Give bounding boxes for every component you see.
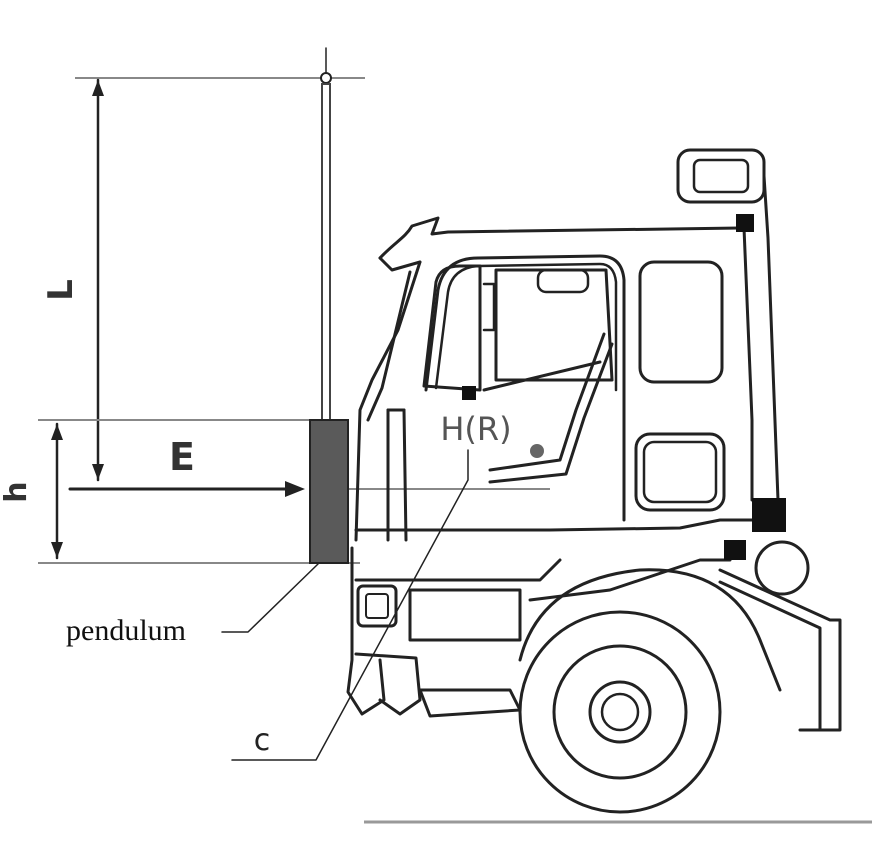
- air-tank: [754, 540, 810, 596]
- c-label: c: [254, 723, 271, 758]
- front-bumper: [346, 546, 386, 716]
- door-frame-inner: [434, 262, 618, 392]
- lower-body-line: [354, 558, 562, 582]
- length-arrow-bottom: [92, 464, 104, 480]
- door-vent: [536, 268, 590, 294]
- h-point-marker: [462, 386, 476, 400]
- front-wheel: [518, 610, 722, 814]
- cab-front-pillar-inner: [366, 270, 412, 422]
- headlamp: [356, 584, 398, 628]
- wheel-hub-center: [600, 692, 640, 732]
- pendulum-leader-line: [221, 563, 319, 633]
- mirror-glass: [692, 158, 750, 194]
- door-latch: [482, 282, 496, 332]
- height-arrow-bottom: [51, 542, 63, 558]
- roof-deflector: [378, 216, 742, 260]
- cab-front-pillar: [354, 260, 422, 542]
- rear-lower-panel-inner: [642, 440, 718, 504]
- fender-line: [528, 558, 732, 602]
- step-box: [408, 588, 522, 642]
- door-frame: [424, 254, 626, 522]
- seat-back-inner: [488, 342, 614, 484]
- body-sill-line: [354, 518, 754, 532]
- height-arrow-top: [51, 424, 63, 440]
- mirror-housing: [676, 148, 766, 204]
- roof-deflector-lip: [378, 256, 422, 272]
- door-front-edge: [402, 408, 408, 542]
- r-point-dot: [530, 444, 544, 458]
- height-label: h: [0, 481, 34, 502]
- pendulum-arm: [321, 83, 331, 421]
- pivot-icon: [320, 72, 332, 84]
- rear-mount-block: [752, 498, 786, 532]
- pendulum-block: [309, 419, 349, 564]
- front-step: [354, 652, 422, 716]
- chassis-frame: [718, 568, 842, 732]
- energy-label: E: [169, 435, 195, 479]
- c-leader-line: [231, 449, 469, 761]
- door-beltline: [482, 360, 602, 392]
- length-arrow-top: [92, 80, 104, 96]
- front-window: [422, 264, 482, 392]
- energy-arrow-head: [285, 481, 305, 497]
- pendulum-label: pendulum: [66, 614, 186, 647]
- length-label: L: [41, 279, 81, 301]
- seat-back: [488, 332, 606, 472]
- r-point-label: H(R): [440, 410, 511, 448]
- cab-rear-wall: [742, 226, 754, 502]
- mirror-arm: [762, 174, 780, 502]
- lower-step: [418, 688, 522, 718]
- chassis-frame-inner: [718, 580, 822, 732]
- headlamp-lens: [365, 593, 389, 619]
- pendulum-assembly: [221, 47, 365, 633]
- rear-side-window: [638, 260, 724, 384]
- wheel-arch: [518, 568, 782, 692]
- wheel-hub: [588, 680, 652, 744]
- rear-lower-panel: [634, 432, 726, 512]
- dimension-lines: [38, 77, 550, 564]
- wheel-rim: [552, 644, 688, 780]
- step-mount-block: [724, 540, 746, 560]
- mirror-mount: [736, 214, 754, 232]
- truck-cab: [346, 148, 872, 824]
